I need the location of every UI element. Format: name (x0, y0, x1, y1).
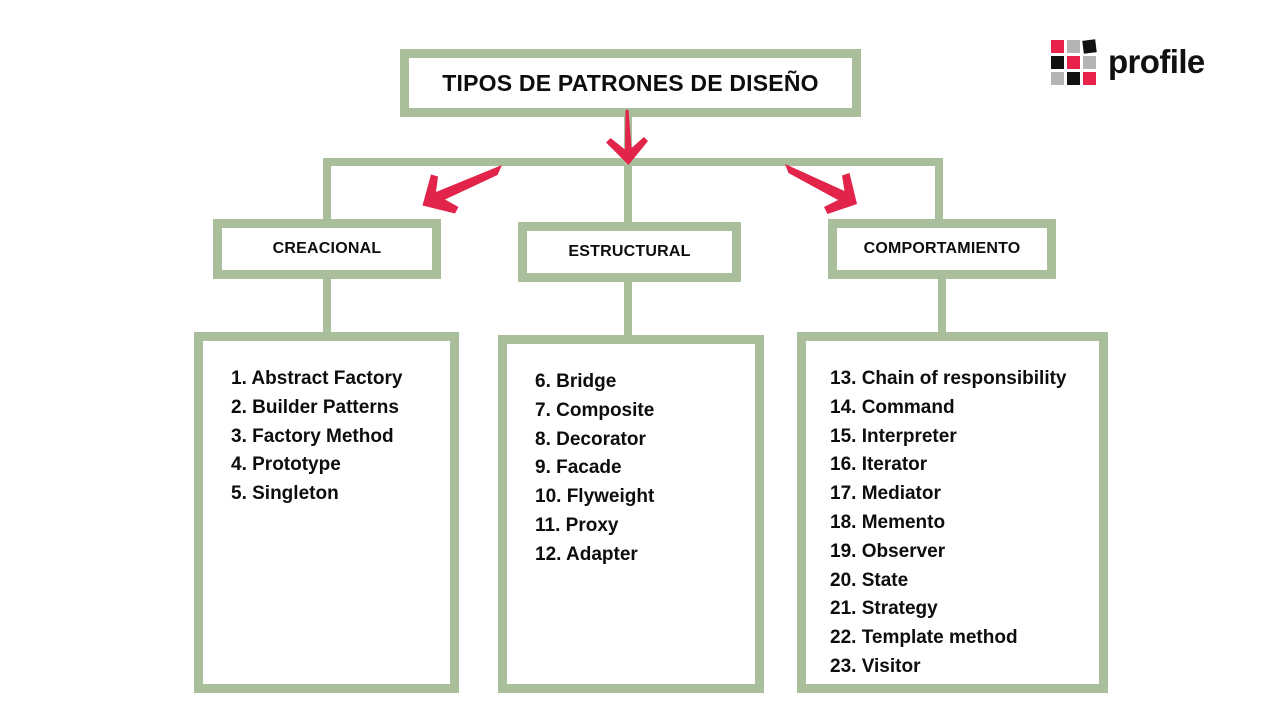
arrow-down-left-icon (422, 165, 502, 214)
category-box-creacional[interactable]: CREACIONAL (213, 219, 441, 279)
category-box-estructural-inner: ESTRUCTURAL (527, 231, 732, 273)
profile-logo-wordmark: profile (1108, 42, 1205, 80)
pattern-list-item: 14. Command (830, 396, 955, 418)
pattern-list-box-creacional: 1. Abstract Factory 2. Builder Patterns 3.… (194, 332, 459, 693)
category-label-creacional: CREACIONAL (272, 240, 382, 257)
category-box-comportamiento-inner: COMPORTAMIENTO (837, 228, 1047, 270)
pattern-list-item: 7. Composite (535, 399, 655, 421)
connector-estructural-to-list (624, 281, 632, 337)
pattern-list-item: 23. Visitor (830, 655, 921, 677)
connector-comportamiento-to-list (938, 278, 946, 334)
logo-square (1067, 40, 1080, 53)
pattern-list-item: 16. Iterator (830, 454, 928, 476)
pattern-list-box-comportamiento: 13. Chain of responsibility 14. Command 15… (797, 332, 1108, 693)
pattern-list-item: 22. Template method (830, 627, 1018, 649)
logo-square (1067, 56, 1080, 69)
category-box-comportamiento[interactable]: COMPORTAMIENTO (828, 219, 1056, 279)
pattern-list-item: 3. Factory Method (231, 425, 394, 447)
category-box-estructural[interactable]: ESTRUCTURAL (518, 222, 741, 282)
pattern-list-item: 11. Proxy (535, 514, 619, 536)
pattern-list-item: 21. Strategy (830, 598, 938, 620)
logo-square (1083, 72, 1096, 85)
pattern-list-item: 10. Flyweight (535, 486, 655, 508)
pattern-list-creacional: 1. Abstract Factory 2. Builder Patterns 3.… (203, 341, 450, 684)
connector-creacional-to-list (323, 278, 331, 334)
pattern-list-item: 12. Adapter (535, 543, 638, 565)
logo-square (1067, 72, 1080, 85)
logo-square (1051, 40, 1064, 53)
connector-spine-to-comportamiento (935, 158, 943, 221)
pattern-list-item: 8. Decorator (535, 428, 646, 450)
pattern-list-item: 17. Mediator (830, 483, 941, 505)
pattern-list-comportamiento: 13. Chain of responsibility 14. Command 15… (806, 341, 1099, 684)
pattern-list-item: 9. Facade (535, 457, 622, 479)
pattern-list-estructural: 6. Bridge 7. Composite 8. Decorator 9. Faca… (507, 344, 755, 684)
profile-logo-grid-icon (1051, 39, 1097, 85)
diagram-title-box: TIPOS DE PATRONES DE DISEÑO (400, 49, 861, 117)
logo-square (1051, 56, 1064, 69)
pattern-list-item: 19. Observer (830, 540, 946, 562)
category-label-estructural: ESTRUCTURAL (568, 243, 691, 260)
connector-horizontal-spine (323, 158, 943, 166)
arrow-down-right-icon (785, 164, 857, 214)
pattern-list-item: 13. Chain of responsibility (830, 368, 1067, 389)
pattern-list-item: 1. Abstract Factory (231, 368, 403, 389)
profile-logo: profile (1051, 38, 1211, 85)
logo-square (1083, 56, 1096, 69)
pattern-list-item: 2. Builder Patterns (231, 396, 399, 418)
connector-title-to-spine (624, 116, 632, 224)
pattern-list-item: 6. Bridge (535, 371, 617, 392)
logo-square (1051, 72, 1064, 85)
pattern-list-item: 20. State (830, 569, 909, 591)
pattern-list-item: 18. Memento (830, 511, 946, 533)
page-title: TIPOS DE PATRONES DE DISEÑO (442, 69, 819, 96)
category-box-creacional-inner: CREACIONAL (222, 228, 432, 270)
pattern-list-item: 15. Interpreter (830, 425, 957, 447)
pattern-list-box-estructural: 6. Bridge 7. Composite 8. Decorator 9. Faca… (498, 335, 764, 693)
pattern-list-item: 5. Singleton (231, 483, 339, 505)
pattern-list-item: 4. Prototype (231, 454, 341, 476)
logo-square (1082, 39, 1097, 54)
category-label-comportamiento: COMPORTAMIENTO (863, 240, 1021, 257)
diagram-title-box-inner: TIPOS DE PATRONES DE DISEÑO (409, 58, 852, 108)
connector-spine-to-creacional (323, 158, 331, 221)
